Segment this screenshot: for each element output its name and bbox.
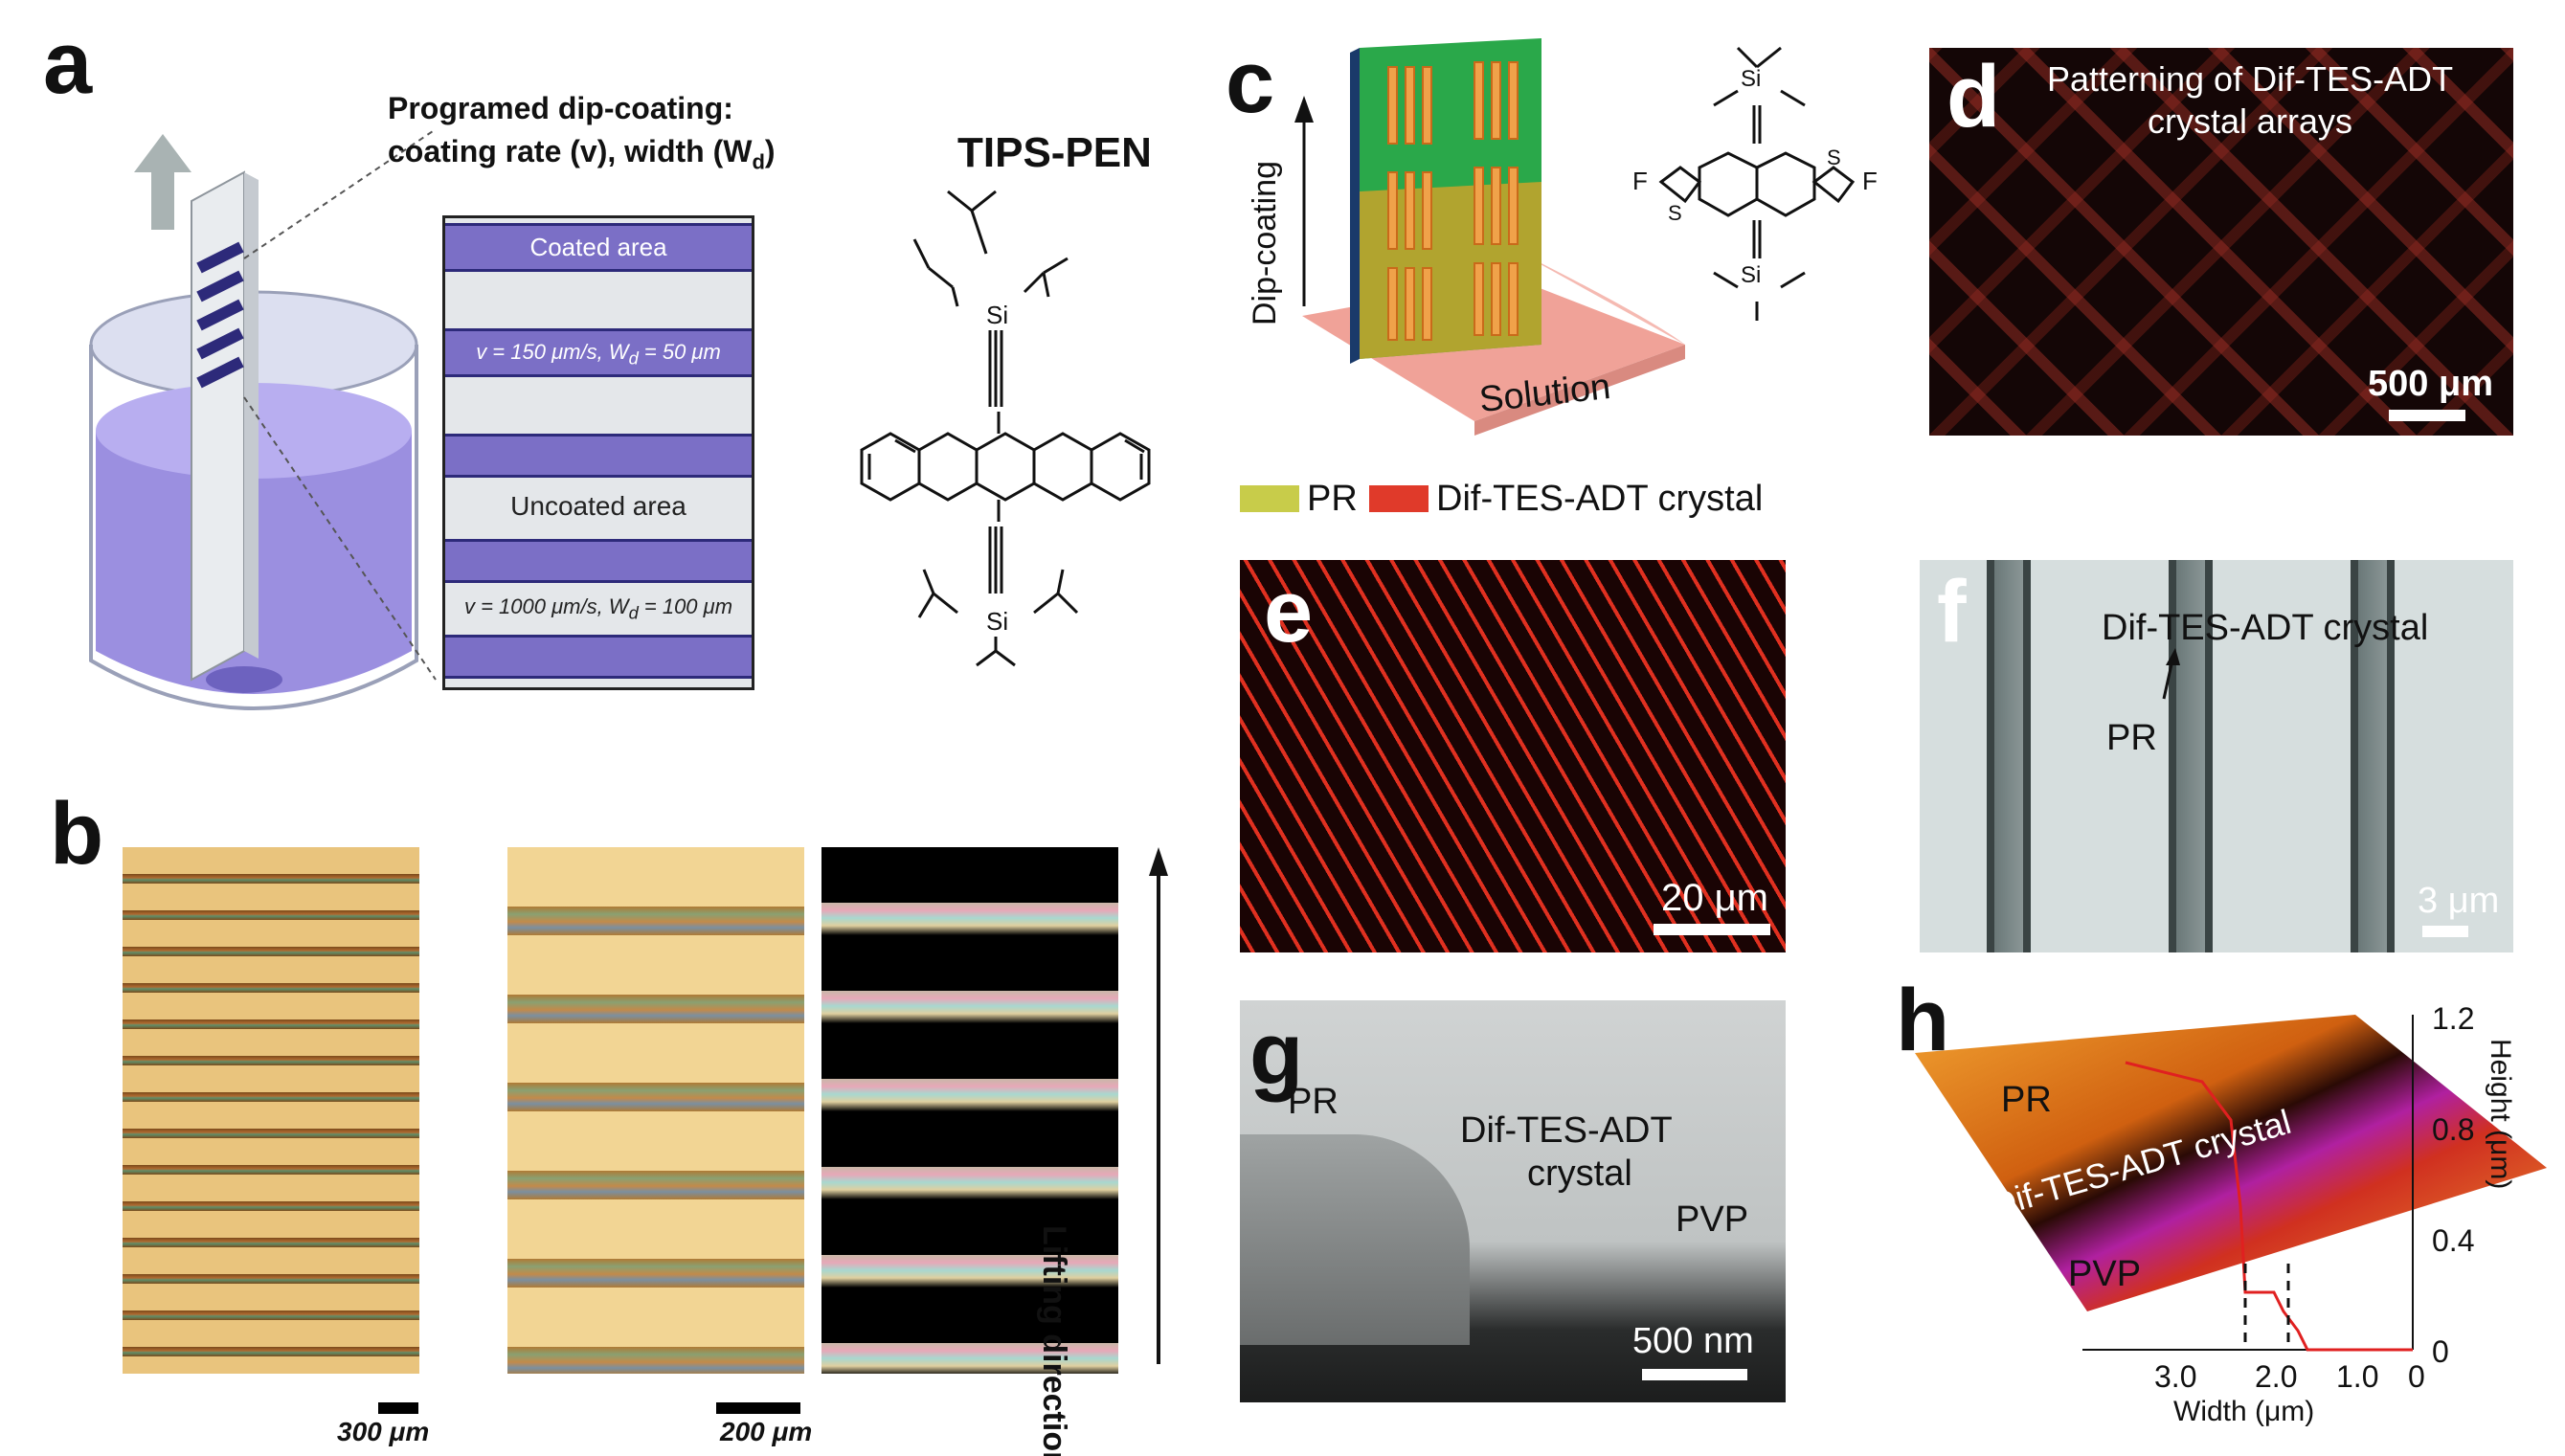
legend-swatch-crystal	[1369, 485, 1429, 512]
y-tick-label: 0	[2432, 1334, 2449, 1369]
panel-letter-h: h	[1896, 972, 1950, 1069]
scale-bar-d	[2389, 410, 2465, 421]
panel-d-title-line2: crystal arrays	[2147, 101, 2353, 141]
up-arrow-icon	[1149, 847, 1168, 876]
legend-label-pr: PR	[1307, 479, 1358, 519]
panel-letter-d: d	[1946, 48, 2001, 146]
scale-bar-b1	[378, 1402, 418, 1414]
micrograph-b1	[123, 847, 419, 1374]
fluorine-label-left: F	[1632, 167, 1648, 195]
panel-letter-c: c	[1226, 34, 1275, 131]
lift-arrow-icon	[134, 134, 191, 230]
y-tick-label: 1.2	[2432, 1001, 2475, 1036]
x-tick-label: 1.0	[2336, 1359, 2379, 1394]
fluorine-label-right: F	[1862, 167, 1878, 195]
sulfur-label-right: S	[1827, 146, 1841, 169]
si-atom-label-bottom: Si	[986, 607, 1008, 636]
up-arrow-icon	[1294, 96, 1314, 123]
crystal-label-f: Dif-TES-ADT crystal	[2102, 608, 2429, 648]
micrograph-b3	[821, 847, 1118, 1374]
si-atom-label-top: Si	[1741, 66, 1761, 92]
pointer-arrow-icon	[2162, 648, 2180, 700]
scale-bar-g	[1642, 1369, 1747, 1380]
legend-label-crystal: Dif-TES-ADT crystal	[1436, 479, 1764, 519]
scale-label-e: 20 μm	[1661, 877, 1768, 919]
legend-swatch-pr	[1240, 485, 1299, 512]
scale-label-g: 500 nm	[1632, 1321, 1754, 1361]
scale-bar-e	[1654, 924, 1770, 935]
si-atom-label-bottom: Si	[1741, 262, 1761, 288]
pvp-label-h: PVP	[2068, 1254, 2142, 1294]
coated-stripe	[445, 539, 752, 583]
stripe-pattern-zoom: Coated area v = 150 μm/s, Wd = 50 μm Unc…	[442, 215, 754, 690]
scale-bar-f	[2422, 926, 2468, 937]
coated-stripe	[445, 434, 752, 478]
uncoated-area-label: Uncoated area	[510, 491, 686, 521]
dif-tes-adt-structure: Si Si F F S S	[1632, 46, 1878, 321]
afm-3d-height-map	[1915, 1015, 2547, 1352]
si-atom-label-top: Si	[986, 301, 1008, 329]
scale-bar-b2	[716, 1402, 800, 1414]
panel-letter-a: a	[43, 14, 93, 112]
sem-image-f: f Dif-TES-ADT crystal PR 3 μm	[1920, 560, 2513, 952]
dip-coating-3d-schematic	[1294, 38, 1685, 436]
scale-label-d: 500 μm	[2368, 364, 2493, 404]
coated-stripe	[445, 635, 752, 679]
panel-d-title-line1: Patterning of Dif-TES-ADT	[2046, 59, 2454, 99]
tips-pen-structure: Si Si	[860, 190, 1151, 667]
x-axis-label: Width (μm)	[2173, 1396, 2315, 1427]
x-tick-label: 2.0	[2255, 1359, 2298, 1394]
x-tick-label: 0	[2408, 1359, 2425, 1394]
y-tick-label: 0.8	[2432, 1112, 2475, 1147]
scale-label-b2: 200 μm	[720, 1417, 813, 1446]
panel-letter-e: e	[1264, 563, 1314, 661]
coated-area-label: Coated area	[529, 233, 667, 261]
lifting-direction-label: Lifting direction	[1036, 1225, 1072, 1456]
condition-label-2: v = 1000 μm/s, Wd = 100 μm	[463, 594, 733, 623]
sulfur-label-left: S	[1668, 201, 1682, 225]
pr-label-f: PR	[2106, 718, 2157, 758]
y-axis-label: Height (μm)	[2485, 1039, 2516, 1190]
y-tick-label: 0.4	[2432, 1223, 2475, 1258]
micrograph-e: e 20 μm	[1240, 560, 1786, 952]
pr-label-h: PR	[2001, 1080, 2052, 1120]
panel-letter-g: g	[1249, 1005, 1304, 1103]
crystal-label-g-line1: Dif-TES-ADT	[1460, 1110, 1673, 1151]
tips-pen-label: TIPS-PEN	[957, 129, 1152, 176]
panel-a-heading-line2: coating rate (v), width (Wd)	[388, 134, 776, 174]
dip-coating-beaker-illustration	[89, 128, 437, 710]
pr-label-g: PR	[1288, 1082, 1339, 1122]
condition-label-1: v = 150 μm/s, Wd = 50 μm	[476, 340, 721, 369]
x-tick-label: 3.0	[2154, 1359, 2197, 1394]
sem-image-g: g PR Dif-TES-ADT crystal PVP 500 nm	[1240, 1000, 1786, 1402]
dip-coating-axis-label: Dip-coating	[1247, 161, 1283, 325]
panel-letter-b: b	[50, 785, 104, 883]
micrograph-b2	[507, 847, 804, 1374]
lifting-direction-arrow	[1149, 847, 1168, 1364]
pvp-label-g: PVP	[1676, 1199, 1749, 1240]
coated-stripe: Coated area	[445, 223, 752, 272]
panel-a-heading-line1: Programed dip-coating:	[388, 91, 733, 125]
scale-label-b1: 300 μm	[337, 1417, 430, 1446]
panel-letter-f: f	[1937, 563, 1967, 661]
coated-stripe: v = 150 μm/s, Wd = 50 μm	[445, 328, 752, 377]
micrograph-d: d Patterning of Dif-TES-ADT crystal arra…	[1929, 48, 2513, 436]
scale-label-f: 3 μm	[2418, 881, 2500, 921]
crystal-label-g-line2: crystal	[1527, 1154, 1632, 1194]
